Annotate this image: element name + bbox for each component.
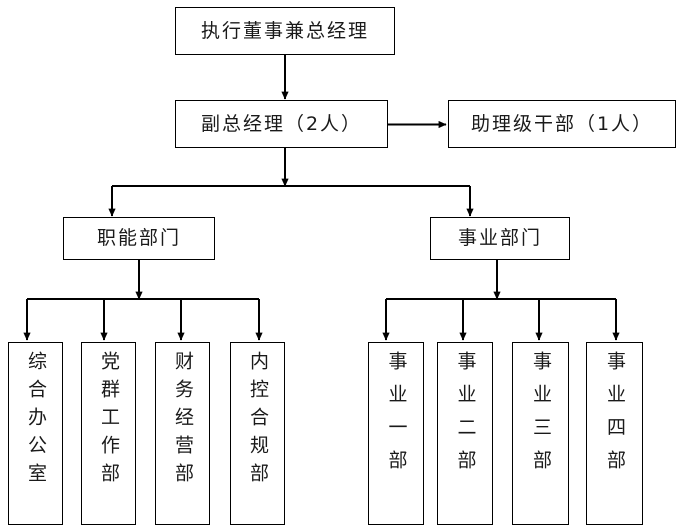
node-label: 执行董事兼总经理 [200,19,369,42]
node-label: 事业二部 [454,351,477,483]
node-label: 内控合规部 [247,351,269,491]
node-functional-departments[interactable]: 职能部门 [63,217,215,260]
node-label: 职能部门 [96,227,181,250]
node-label: 事业部门 [457,227,542,250]
node-label: 事业三部 [530,351,552,483]
node-finance-operations-department[interactable]: 财务经营部 [155,342,210,525]
node-label: 综合办公室 [25,351,47,491]
node-business-unit-one[interactable]: 事业一部 [368,342,424,525]
node-internal-control-compliance-department[interactable]: 内控合规部 [230,342,285,525]
node-general-office[interactable]: 综合办公室 [8,342,63,525]
node-label: 党群工作部 [98,351,120,491]
node-deputy-general-manager[interactable]: 副总经理（2人） [175,100,388,148]
node-executive-director-general-manager[interactable]: 执行董事兼总经理 [175,7,395,55]
node-business-departments[interactable]: 事业部门 [430,217,570,260]
node-label: 事业一部 [385,351,408,483]
node-label: 财务经营部 [172,351,194,491]
node-business-unit-two[interactable]: 事业二部 [437,342,493,525]
node-assistant-level-cadre[interactable]: 助理级干部（1人） [448,100,676,148]
node-label: 事业四部 [604,351,626,483]
node-business-unit-four[interactable]: 事业四部 [586,342,643,525]
node-party-work-department[interactable]: 党群工作部 [81,342,136,525]
node-label: 助理级干部（1人） [470,112,654,135]
node-label: 副总经理（2人） [200,112,363,135]
node-business-unit-three[interactable]: 事业三部 [512,342,569,525]
